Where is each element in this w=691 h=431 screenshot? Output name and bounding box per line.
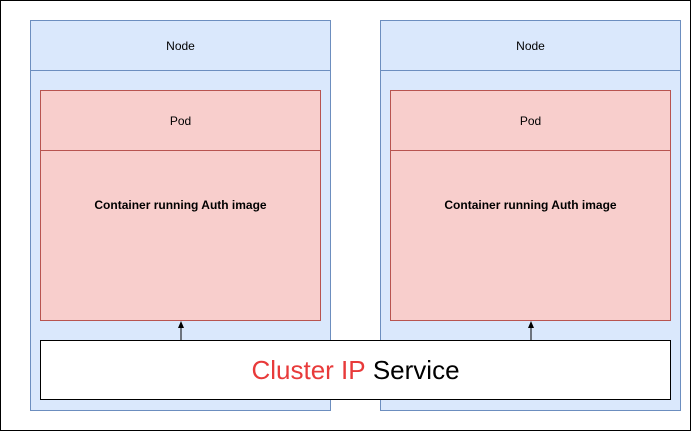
pod-title: Pod — [41, 91, 320, 151]
node-title: Node — [31, 21, 330, 71]
service-label-rest: Service — [372, 354, 460, 385]
service-label-accent: Cluster IP — [251, 354, 366, 385]
container-label: Container running Auth image — [444, 198, 617, 212]
service-label-space — [366, 355, 373, 386]
pod-1[interactable]: Pod Container running Auth image — [40, 90, 321, 321]
container-label: Container running Auth image — [94, 198, 267, 212]
node-title: Node — [381, 21, 680, 71]
pod-2[interactable]: Pod Container running Auth image — [390, 90, 671, 321]
cluster-ip-service[interactable]: Cluster IP Service — [40, 340, 671, 400]
pod-title: Pod — [391, 91, 670, 151]
